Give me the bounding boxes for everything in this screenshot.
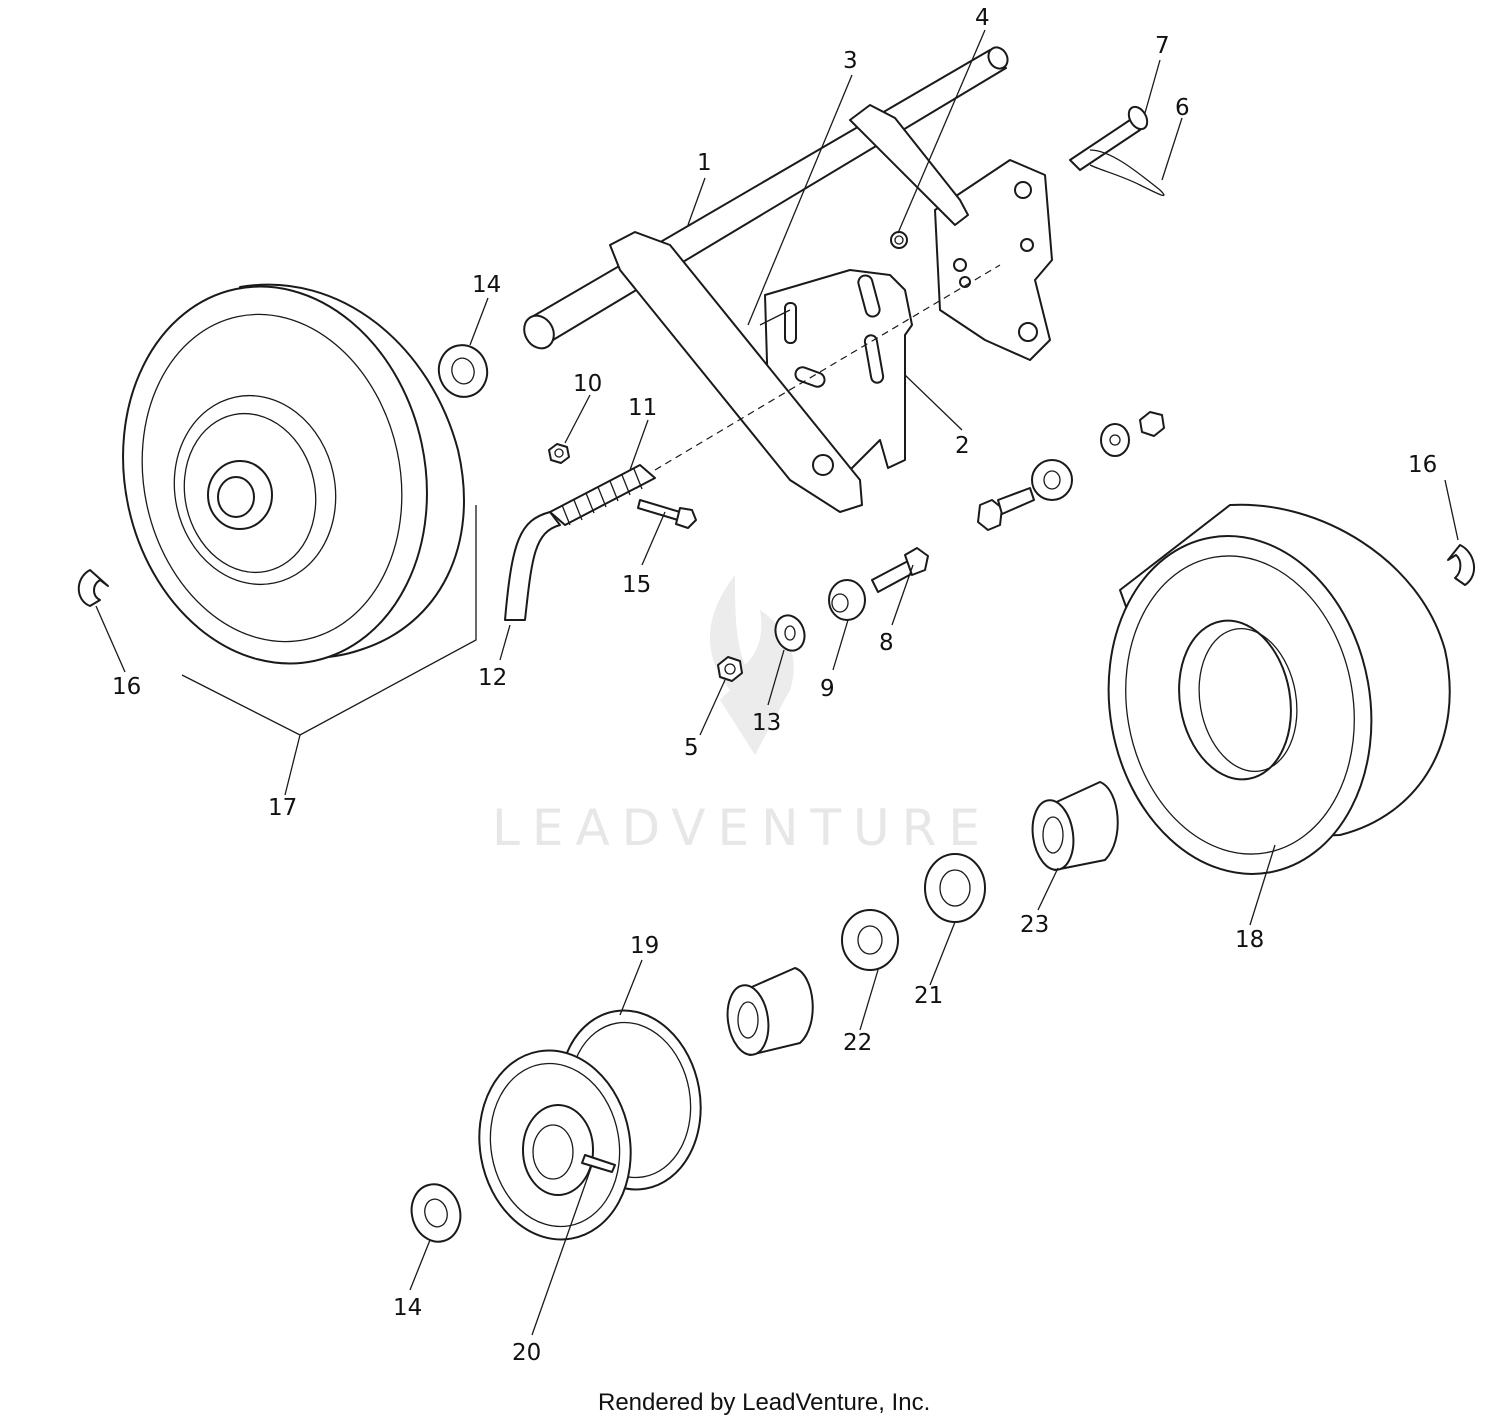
callout-15: 15 xyxy=(622,572,651,598)
callout-12: 12 xyxy=(478,665,507,691)
callout-22: 22 xyxy=(843,1030,872,1056)
wheel-rim-19 xyxy=(478,1009,702,1241)
leadventure-watermark: LEADVENTURE xyxy=(492,575,992,857)
leadventure-logo-icon xyxy=(710,575,794,755)
callout-10: 10 xyxy=(573,371,602,397)
callout-14-top: 14 xyxy=(472,272,501,298)
bolt-8 xyxy=(871,547,929,593)
spring-and-rod xyxy=(504,264,1001,621)
bearing-cup-21 xyxy=(924,853,986,923)
bolt-15 xyxy=(637,499,697,529)
callout-labels: 1 2 3 4 5 6 7 8 9 10 11 12 13 14 14 15 1… xyxy=(112,5,1437,1366)
callout-23: 23 xyxy=(1020,912,1049,938)
leader-lines xyxy=(95,29,1459,1336)
nut-5 xyxy=(717,656,743,682)
right-tire xyxy=(1107,503,1451,875)
nut-10 xyxy=(548,443,570,464)
hardware-right-group xyxy=(977,411,1165,531)
washer-13 xyxy=(774,614,806,652)
callout-3: 3 xyxy=(843,48,858,74)
callout-1: 1 xyxy=(697,150,712,176)
callout-19: 19 xyxy=(630,933,659,959)
left-wheel-assembly xyxy=(122,283,477,736)
callout-5: 5 xyxy=(684,735,699,761)
watermark-text: LEADVENTURE xyxy=(492,799,992,857)
callout-14-bottom: 14 xyxy=(393,1295,422,1321)
callout-11: 11 xyxy=(628,395,657,421)
washer-14-bottom xyxy=(410,1183,462,1243)
callout-4: 4 xyxy=(975,5,990,31)
callout-16-right: 16 xyxy=(1408,452,1437,478)
callout-13: 13 xyxy=(752,710,781,736)
roller-bearing-23 xyxy=(1031,781,1119,871)
callout-17: 17 xyxy=(268,795,297,821)
washer-14-top xyxy=(437,344,489,398)
nut-4 xyxy=(890,231,908,249)
footer-credit: Rendered by LeadVenture, Inc. xyxy=(598,1389,930,1416)
spacer-9 xyxy=(828,579,866,621)
callout-21: 21 xyxy=(914,983,943,1009)
callout-16-left: 16 xyxy=(112,674,141,700)
swing-arm xyxy=(609,104,969,513)
spacer-22 xyxy=(841,909,899,971)
callout-20: 20 xyxy=(512,1340,541,1366)
e-clip-16-right xyxy=(1447,544,1475,586)
e-clip-16-left xyxy=(77,569,109,607)
callout-18: 18 xyxy=(1235,927,1264,953)
callout-6: 6 xyxy=(1175,95,1190,121)
callout-7: 7 xyxy=(1155,33,1170,59)
callout-8: 8 xyxy=(879,630,894,656)
callout-9: 9 xyxy=(820,676,835,702)
pin-and-clip xyxy=(1069,105,1165,197)
callout-2: 2 xyxy=(955,433,970,459)
roller-bearing-left xyxy=(726,967,814,1056)
